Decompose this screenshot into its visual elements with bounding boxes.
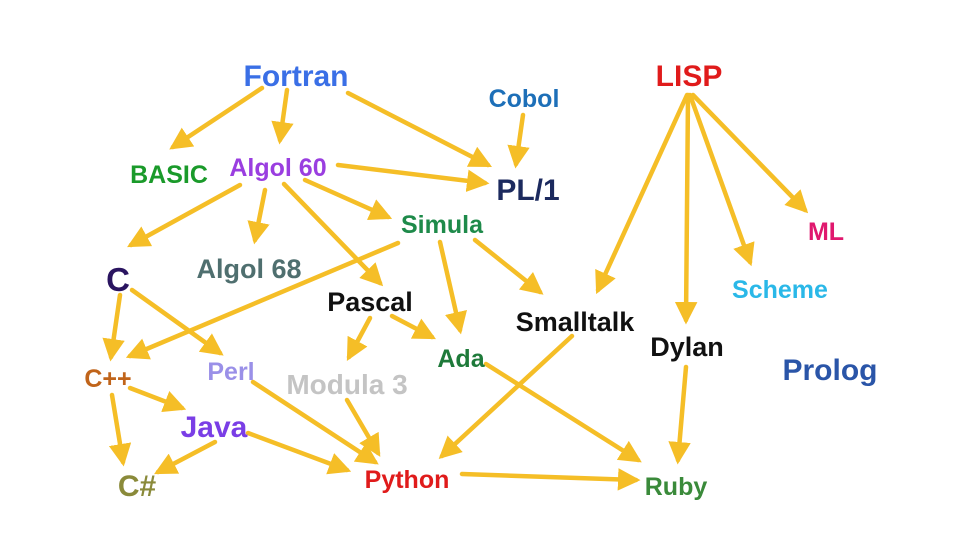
edge-lisp-smalltalk [595,92,690,295]
edge-cpp-csharp [108,392,132,467]
edge-modula3-python [344,397,381,457]
edge-algol60-simula [302,177,393,220]
edge-java-csharp [154,439,218,475]
edge-simula-cpp [125,240,401,360]
node-modula3: Modula 3 [286,369,407,400]
edge-lisp-dylan [674,92,698,325]
node-simula: Simula [401,211,484,239]
edge-c-perl [129,287,224,356]
edge-dylan-ruby [668,364,691,465]
edge-algol60-pascal [281,181,384,287]
node-basic: BASIC [130,161,208,189]
edge-smalltalk-python [438,333,575,460]
node-algol68: Algol 68 [196,254,301,284]
edge-cobol-pl1 [507,112,530,169]
edge-algol60-algol68 [247,187,270,245]
edge-java-python [245,430,352,475]
edge-c-cpp [102,292,125,362]
node-dylan: Dylan [650,332,724,362]
edge-ada-ruby [483,361,642,463]
edge-perl-python [250,379,379,465]
edge-simula-ada [437,239,467,335]
edge-algol60-c [127,182,243,248]
node-pl1: PL/1 [496,174,559,207]
node-cpp: C++ [84,365,131,393]
edge-algol60-pl1 [335,162,490,192]
node-ruby: Ruby [645,473,708,501]
node-prolog: Prolog [783,354,878,387]
node-ml: ML [808,218,844,246]
node-python: Python [365,466,450,494]
node-java: Java [181,411,248,444]
node-fortran: Fortran [244,60,349,93]
edge-fortran-algol60 [271,87,294,145]
edge-python-ruby [459,468,641,491]
edges [102,85,809,491]
edge-pascal-ada [389,313,436,340]
node-algol60: Algol 60 [229,154,326,182]
node-cobol: Cobol [489,85,560,113]
node-pascal: Pascal [327,287,413,317]
node-ada: Ada [437,345,485,373]
edge-fortran-pl1 [345,90,493,168]
node-lisp: LISP [656,60,723,93]
labels: Fortran Cobol LISP BASIC Algol 60 PL/1 S… [84,60,877,503]
node-csharp: C# [118,470,157,503]
node-smalltalk: Smalltalk [516,307,636,337]
node-scheme: Scheme [732,276,828,304]
edge-lisp-ml [690,92,809,214]
node-c: C [106,261,130,298]
edge-cpp-java [127,385,187,413]
node-perl: Perl [207,358,254,386]
edge-lisp-scheme [687,92,755,267]
edge-fortran-basic [169,85,265,150]
edge-pascal-modula3 [346,315,373,361]
edge-simula-smalltalk [472,237,544,295]
